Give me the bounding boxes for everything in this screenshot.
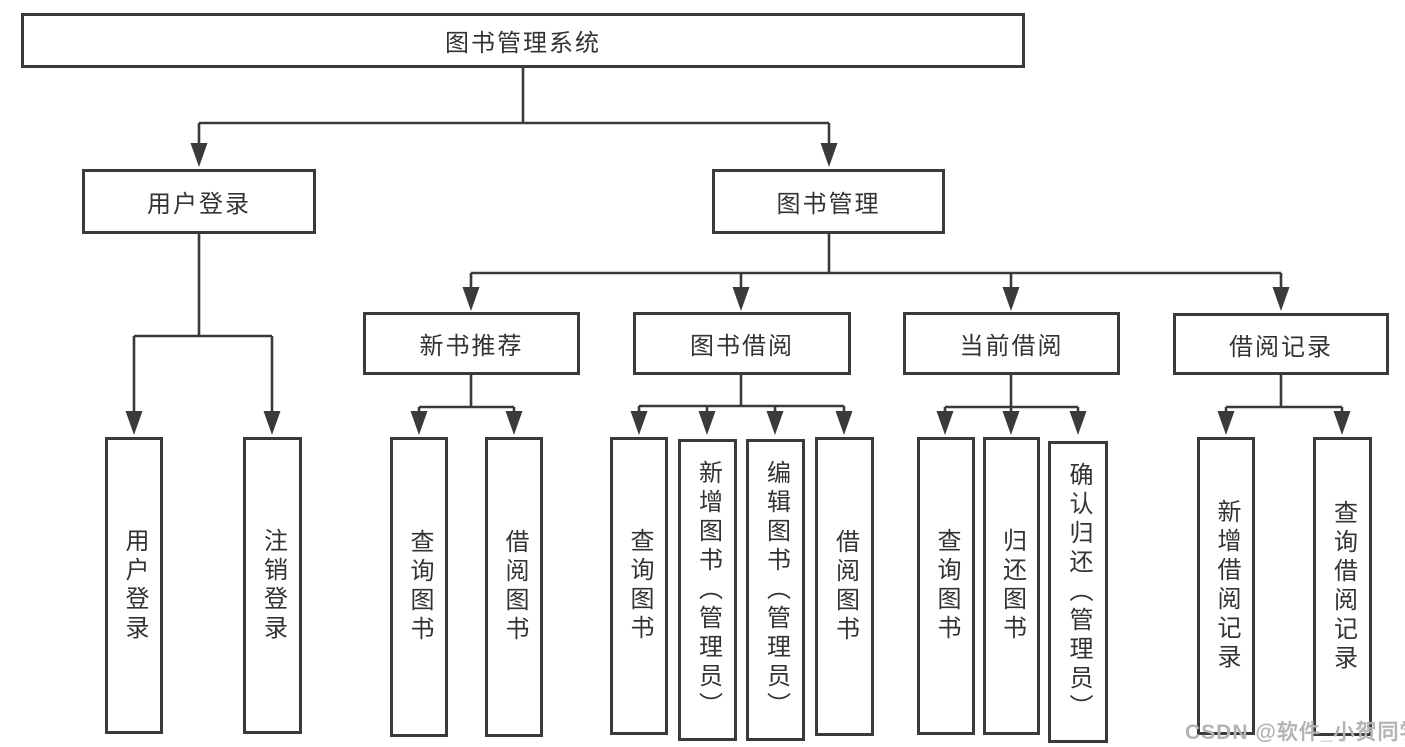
leaf-label: 查询图书	[933, 528, 960, 644]
leaf-current-confirm-return-admin: 确认归还（管理员）	[1048, 441, 1108, 743]
arrowheads	[125, 143, 1351, 435]
leaf-current-return-book: 归还图书	[983, 437, 1040, 735]
leaf-label: 查询借阅记录	[1329, 499, 1357, 674]
leaf-records-query-record: 查询借阅记录	[1313, 437, 1372, 736]
leaf-label: 确认归还（管理员）	[1065, 461, 1092, 723]
leaf-borrowing-edit-book-admin: 编辑图书（管理员）	[746, 439, 805, 741]
leaf-label: 查询图书	[406, 529, 433, 645]
leaf-logout: 注销登录	[243, 437, 302, 734]
node-label: 借阅记录	[1229, 333, 1333, 361]
node-label: 图书管理	[776, 191, 881, 218]
leaf-label: 查询图书	[626, 528, 653, 644]
node-new-book-recommend: 新书推荐	[363, 312, 580, 375]
leaf-label: 新增借阅记录	[1213, 499, 1240, 673]
leaf-current-query-book: 查询图书	[917, 437, 975, 735]
leaf-newbook-borrow-book: 借阅图书	[485, 437, 543, 737]
node-label: 图书管理系统	[445, 30, 601, 57]
leaf-label: 用户登录	[121, 527, 148, 644]
watermark: CSDN @软件_小贺同学	[1185, 721, 1405, 744]
leaf-label: 注销登录	[259, 527, 287, 644]
node-current-borrowing: 当前借阅	[903, 312, 1120, 375]
leaf-newbook-query-book: 查询图书	[390, 437, 448, 737]
node-book-borrowing: 图书借阅	[633, 312, 851, 375]
leaf-borrowing-query-book: 查询图书	[610, 437, 668, 735]
node-label: 图书借阅	[690, 333, 794, 360]
node-library-management-system: 图书管理系统	[21, 13, 1025, 68]
node-borrowing-records: 借阅记录	[1173, 313, 1389, 375]
connector-edges	[132, 68, 1344, 413]
node-user-login: 用户登录	[82, 169, 316, 234]
leaf-label: 借阅图书	[831, 528, 859, 645]
leaf-label: 归还图书	[998, 528, 1026, 644]
leaf-borrowing-add-book-admin: 新增图书（管理员）	[678, 439, 737, 741]
leaf-user-login: 用户登录	[105, 437, 163, 734]
leaf-label: 借阅图书	[501, 529, 528, 645]
leaf-label: 新增图书（管理员）	[694, 459, 722, 721]
leaf-borrowing-borrow-book: 借阅图书	[815, 437, 874, 736]
node-label: 新书推荐	[419, 333, 524, 360]
node-label: 当前借阅	[959, 333, 1064, 360]
node-book-management: 图书管理	[712, 169, 945, 234]
node-label: 用户登录	[147, 191, 251, 218]
leaf-records-add-record: 新增借阅记录	[1197, 437, 1255, 735]
leaf-label: 编辑图书（管理员）	[762, 459, 790, 721]
